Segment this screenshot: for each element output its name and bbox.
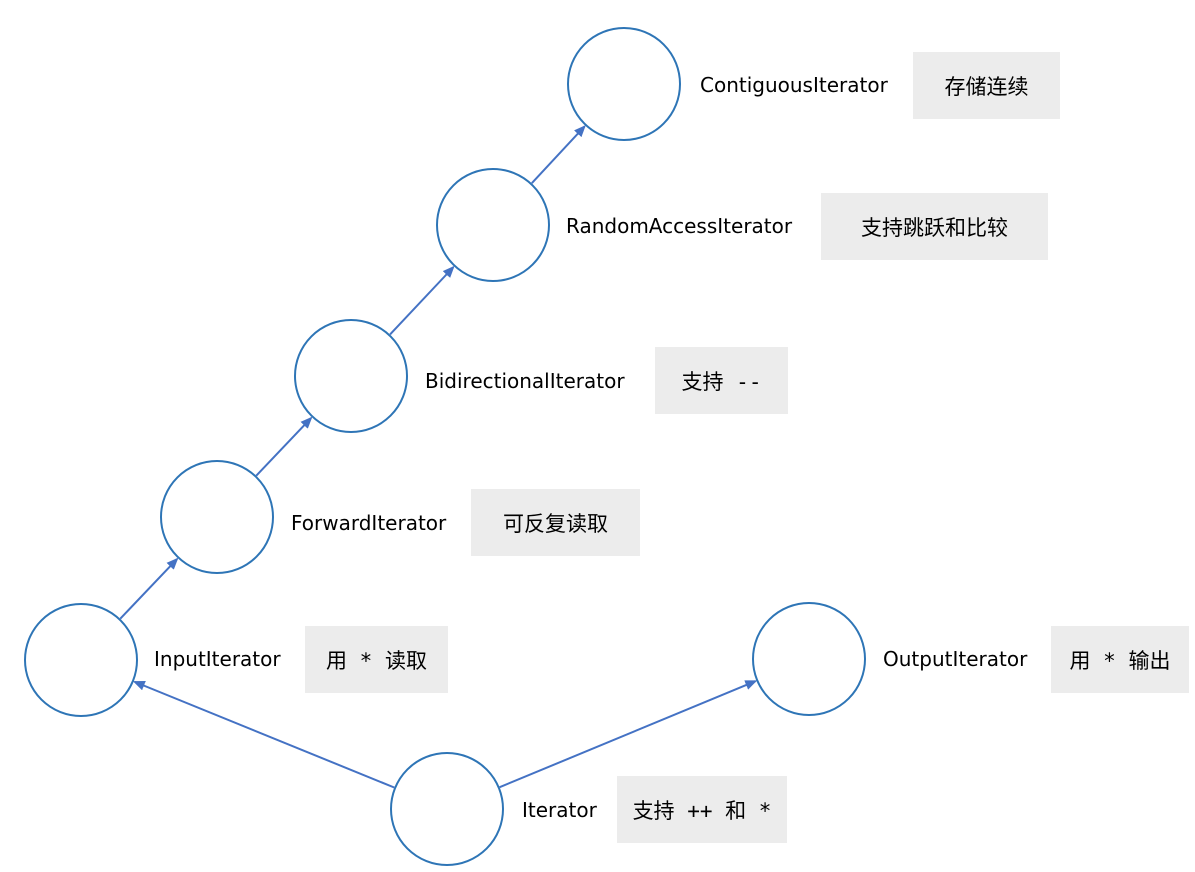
edge-input-to-forward	[119, 557, 179, 620]
random-access-iterator-note: 支持跳跃和比较	[821, 193, 1048, 260]
output-iterator-note: 用 * 输出	[1051, 626, 1189, 693]
bidirectional-iterator-note: 支持 --	[655, 347, 788, 414]
random-access-iterator-node	[436, 168, 550, 282]
iterator-note: 支持 ++ 和 *	[617, 776, 787, 843]
input-iterator-note: 用 * 读取	[305, 626, 448, 693]
bidirectional-iterator-label: BidirectionalIterator	[425, 369, 625, 393]
forward-iterator-node	[160, 460, 274, 574]
output-iterator-label: OutputIterator	[883, 647, 1028, 671]
output-iterator-node	[752, 602, 866, 716]
contiguous-iterator-note: 存储连续	[913, 52, 1060, 119]
iterator-label: Iterator	[522, 798, 597, 822]
contiguous-iterator-label: ContiguousIterator	[700, 73, 888, 97]
contiguous-iterator-node	[567, 27, 681, 141]
random-access-iterator-label: RandomAccessIterator	[566, 214, 793, 238]
input-iterator-node	[24, 603, 138, 717]
bidirectional-iterator-node	[294, 319, 408, 433]
forward-iterator-label: ForwardIterator	[291, 511, 447, 535]
edge-forward-to-bidirectional	[255, 416, 313, 477]
input-iterator-label: InputIterator	[154, 647, 281, 671]
edge-random_access-to-contiguous	[531, 125, 586, 184]
forward-iterator-note: 可反复读取	[471, 489, 640, 556]
edge-bidirectional-to-random_access	[389, 265, 455, 336]
edge-iterator-to-input	[132, 680, 395, 789]
iterator-node	[390, 752, 504, 866]
edge-iterator-to-output	[499, 680, 758, 789]
